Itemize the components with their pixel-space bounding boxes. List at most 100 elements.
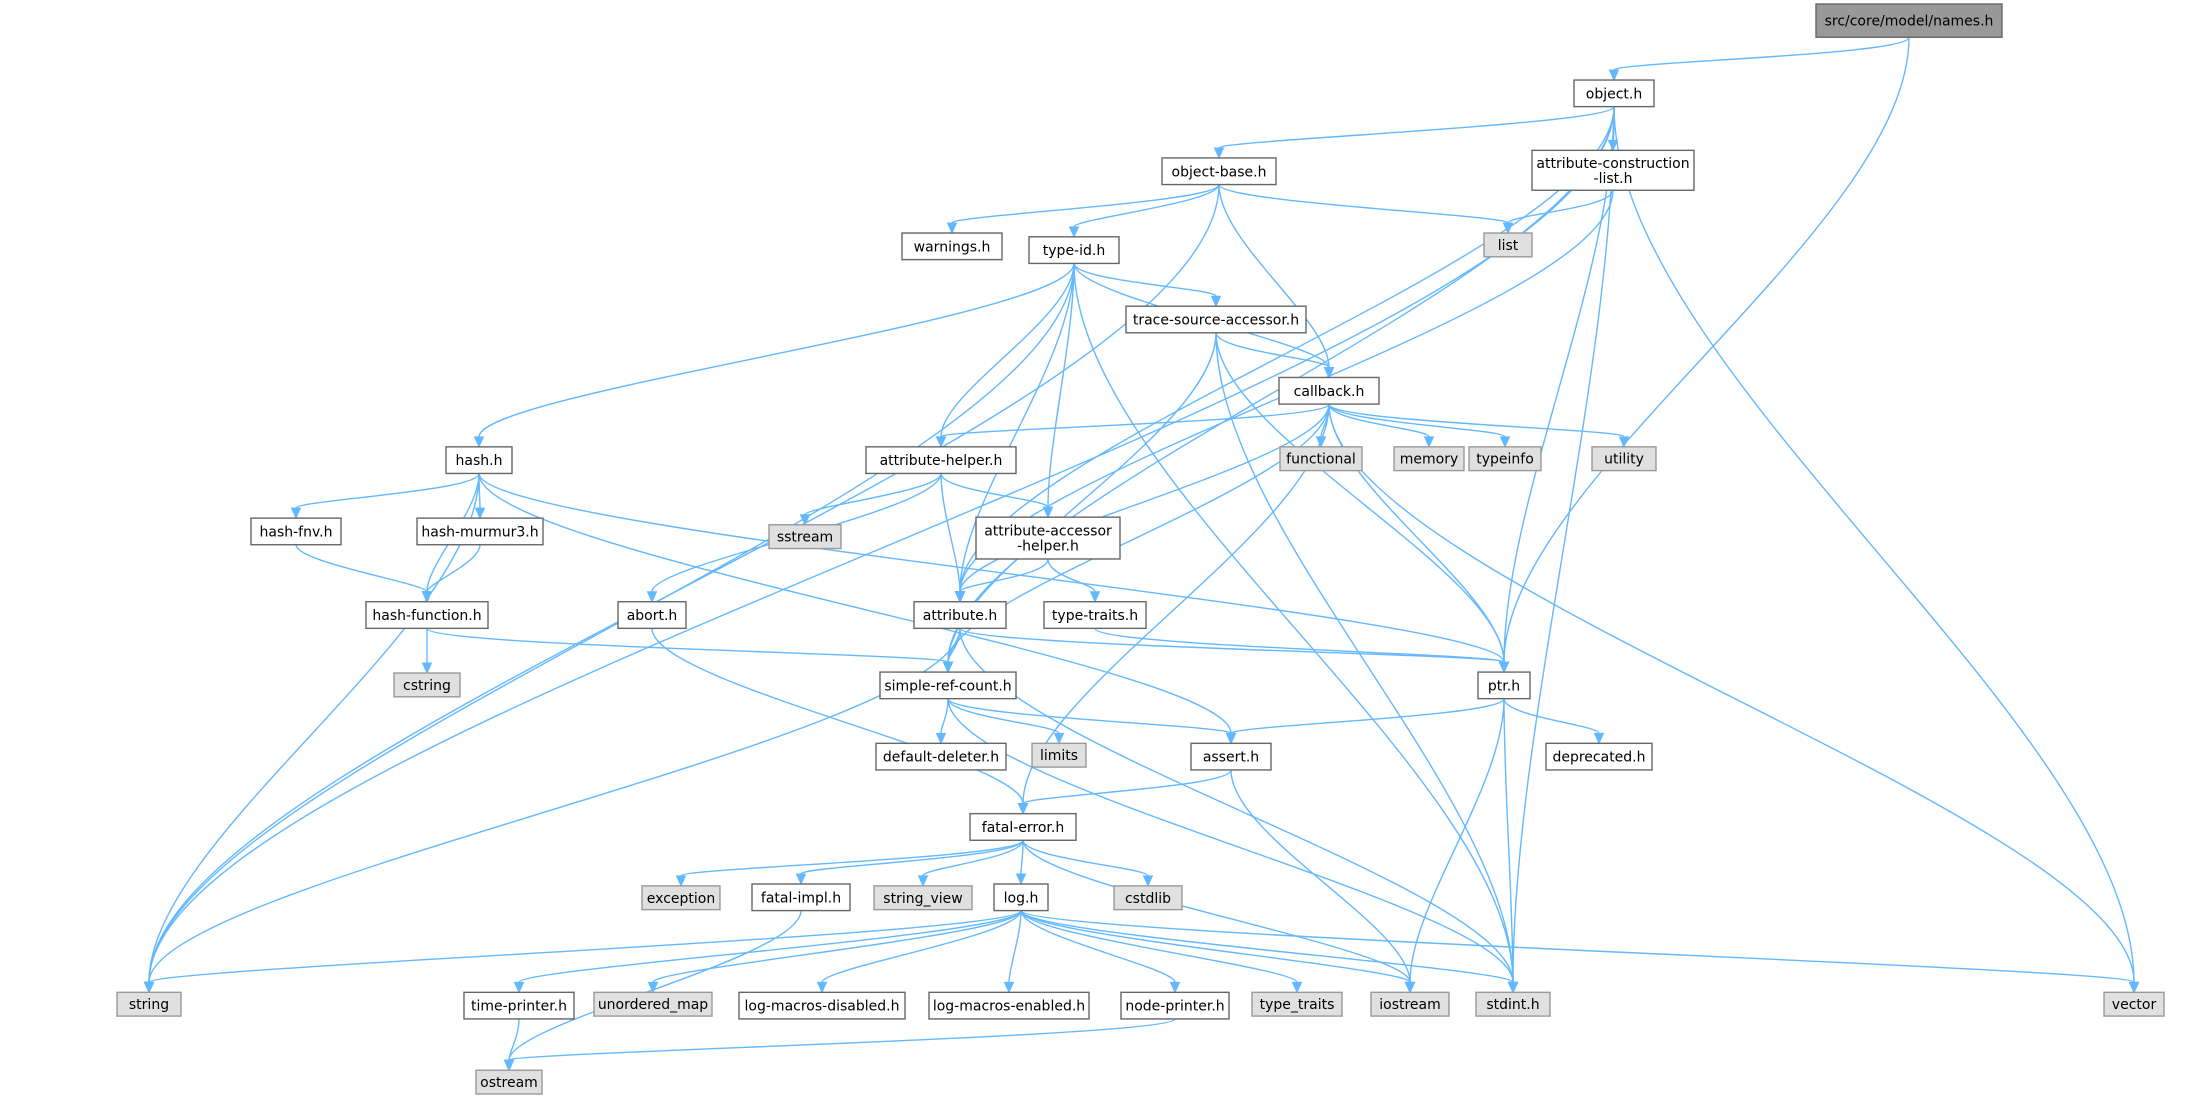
node-typeinfo: typeinfo (1468, 446, 1542, 472)
node-box (1161, 157, 1277, 186)
edge-node_printer_h-to-ostream (508, 1018, 1176, 1061)
node-hash-function-h[interactable]: hash-function.h (365, 601, 489, 630)
node-default-deleter-h[interactable]: default-deleter.h (875, 742, 1007, 771)
node-label: utility (1604, 452, 1644, 468)
node-node-printer-h[interactable]: node-printer.h (1120, 991, 1230, 1020)
node-hash-fnv-h[interactable]: hash-fnv.h (250, 517, 342, 546)
edge-ptr_h-to-deprecated_h (1503, 698, 1600, 735)
edge-attr_acc_helper_h-to-type_traits_h (1047, 558, 1096, 593)
node-label: string_view (883, 891, 962, 907)
node-object-h[interactable]: object.h (1573, 79, 1655, 108)
node-exception: exception (641, 885, 721, 911)
node-limits: limits (1031, 742, 1087, 768)
node-fatal-error-h[interactable]: fatal-error.h (969, 812, 1077, 841)
node-box (1113, 885, 1183, 911)
node-hash-murmur3-h[interactable]: hash-murmur3.h (416, 517, 544, 546)
node-box (1591, 446, 1657, 472)
edge-arrowhead-object_base_h-to-list (1502, 222, 1514, 235)
node-label: cstdlib (1125, 891, 1171, 907)
node-label: fatal-error.h (982, 820, 1064, 836)
node-label: log.h (1004, 890, 1039, 906)
edge-fatal_error_h-to-string_view (922, 840, 1024, 877)
edge-object_base_h-to-type_id_h (1073, 184, 1220, 228)
edge-ptr_h-to-iostream (1409, 698, 1505, 983)
node-deprecated-h[interactable]: deprecated.h (1545, 742, 1653, 771)
edge-arrowhead-attr_acc_helper_h-to-attribute_h (954, 591, 966, 603)
node-label: abort.h (627, 608, 678, 624)
node-time-printer-h[interactable]: time-printer.h (463, 991, 575, 1020)
node-hash-h[interactable]: hash.h (445, 446, 513, 475)
node-attr-helper-h[interactable]: attribute-helper.h (865, 446, 1017, 475)
node-trace-src-acc-h[interactable]: trace-source-accessor.h (1125, 305, 1307, 334)
node-simple-ref-count-h[interactable]: simple-ref-count.h (879, 671, 1017, 700)
node-box (1251, 991, 1343, 1017)
node-attr-cons-list-h[interactable]: attribute-construction-list.h (1531, 149, 1695, 191)
node-iostream: iostream (1370, 991, 1450, 1017)
node-box (1468, 446, 1542, 472)
node-fatal-impl-h[interactable]: fatal-impl.h (751, 883, 851, 912)
node-warnings-h[interactable]: warnings.h (901, 232, 1003, 261)
node-log-macros-enabled-h[interactable]: log-macros-enabled.h (928, 991, 1090, 1020)
node-label: deprecated.h (1552, 750, 1645, 766)
node-label: attribute-accessor (984, 524, 1112, 540)
node-log-h[interactable]: log.h (993, 883, 1049, 912)
edge-type_id_h-to-trace_src_acc_h (1073, 263, 1217, 297)
edge-object_base_h-to-list (1218, 183, 1509, 224)
node-callback-h[interactable]: callback.h (1278, 376, 1380, 405)
node-box (1279, 446, 1363, 472)
node-label: fatal-impl.h (761, 890, 841, 906)
edge-arrowhead-attr_acc_helper_h-to-type_traits_h (1089, 591, 1101, 603)
edge-hash_h-to-hash_fnv_h (295, 473, 480, 509)
node-label: type-traits.h (1052, 608, 1138, 624)
node-attr-acc-helper-h[interactable]: attribute-accessor-helper.h (975, 516, 1121, 560)
node-box (116, 991, 182, 1017)
node-box (969, 812, 1077, 841)
node-label: node-printer.h (1125, 999, 1224, 1015)
node-box (393, 672, 461, 698)
node-label: -list.h (1594, 171, 1633, 187)
edge-attr_cons_list_h-to-list (1507, 190, 1614, 224)
node-box (365, 601, 489, 630)
node-box (1043, 601, 1147, 630)
node-box (1278, 376, 1380, 405)
edge-arrowhead-attribute_h-to-ptr_h (1498, 661, 1510, 674)
node-label: log-macros-disabled.h (745, 999, 900, 1015)
edge-callback_h-to-attr_helper_h (940, 403, 1330, 438)
node-label: -helper.h (1017, 539, 1079, 555)
edge-hash_function_h-to-simple_ref_count_h (426, 627, 949, 663)
node-type-traits-h[interactable]: type-traits.h (1043, 601, 1147, 630)
node-log-macros-disabled-h[interactable]: log-macros-disabled.h (738, 991, 906, 1020)
node-utility: utility (1591, 446, 1657, 472)
node-label: default-deleter.h (883, 750, 999, 766)
node-box (1573, 79, 1655, 108)
edge-arrowhead-node_printer_h-to-ostream (503, 1059, 515, 1072)
node-box (751, 883, 851, 912)
node-names-h[interactable]: src/core/model/names.h (1815, 3, 2003, 38)
edge-hash_h-to-assert_h (478, 473, 1232, 734)
edge-fatal_error_h-to-exception (680, 839, 1024, 877)
edge-simple_ref_count_h-to-limits (947, 698, 1060, 735)
node-attribute-h[interactable]: attribute.h (913, 601, 1007, 630)
edge-type_id_h-to-attr_helper_h (940, 263, 1075, 437)
edge-arrowhead-callback_h-to-attr_helper_h (935, 436, 947, 449)
node-label: type-id.h (1043, 243, 1105, 259)
node-type-id-h[interactable]: type-id.h (1028, 236, 1120, 265)
edge-arrowhead-hash_h-to-hash_fnv_h (290, 507, 302, 520)
edge-arrowhead-log_h-to-vector (2128, 981, 2140, 994)
node-unordered-map: unordered_map (593, 991, 713, 1017)
node-ptr-h[interactable]: ptr.h (1477, 671, 1531, 700)
edge-object_h-to-stdint_h (1512, 106, 1615, 983)
edge-hash_h-to-ptr_h (478, 473, 1505, 663)
edge-arrowhead-attr_helper_h-to-sstream (799, 514, 811, 526)
node-object-base-h[interactable]: object-base.h (1161, 157, 1277, 186)
node-label: type_traits (1260, 997, 1335, 1013)
node-box (1531, 149, 1695, 191)
node-label: time-printer.h (471, 999, 567, 1015)
node-memory: memory (1393, 446, 1465, 472)
edge-arrowhead-object_base_h-to-type_id_h (1068, 226, 1080, 239)
node-assert-h[interactable]: assert.h (1190, 742, 1272, 771)
node-box (250, 517, 342, 546)
node-box (993, 883, 1049, 912)
node-abort-h[interactable]: abort.h (617, 601, 687, 630)
